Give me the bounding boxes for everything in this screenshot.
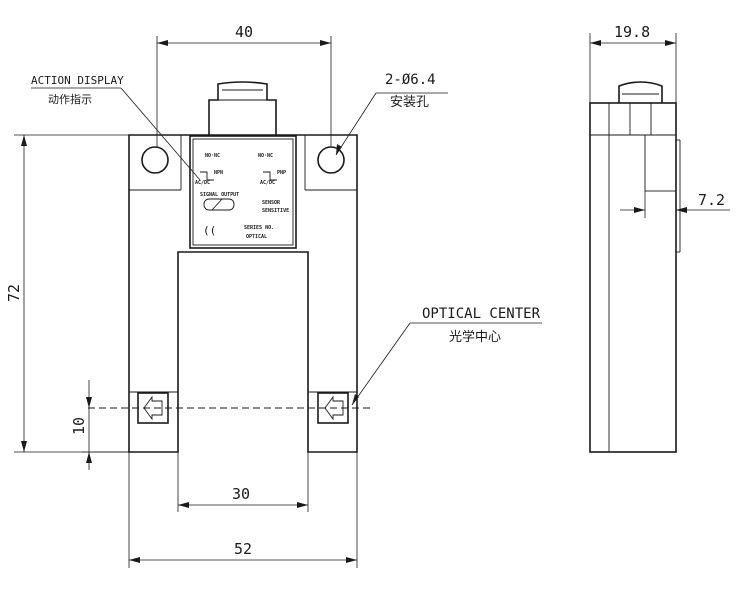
callout-optical-center: OPTICAL CENTER 光学中心 [351, 306, 542, 406]
svg-text:NO·NC: NO·NC [205, 153, 220, 159]
holes-label-cn: 安装孔 [390, 95, 429, 110]
action-display-label-en: ACTION DISPLAY [31, 74, 124, 87]
mounting-hole-right [317, 146, 345, 174]
dim-side-width-value: 19.8 [614, 23, 650, 41]
svg-text:SENSITIVE: SENSITIVE [262, 208, 289, 214]
optical-center-label-en: OPTICAL CENTER [422, 306, 541, 322]
dim-total-width: 52 [128, 452, 358, 568]
svg-text:SIGNAL OUTPUT: SIGNAL OUTPUT [200, 192, 239, 198]
dim-top-width: 40 [156, 23, 332, 147]
callout-action-display: ACTION DISPLAY 动作指示 [31, 74, 201, 181]
svg-text:((: (( [203, 224, 216, 237]
front-body-outline [128, 134, 358, 453]
svg-text:OPTICAL: OPTICAL [246, 234, 267, 240]
dim-height: 72 [5, 134, 129, 453]
svg-text:AC/DC: AC/DC [260, 180, 275, 186]
side-body-outline [589, 102, 677, 453]
svg-text:NPN: NPN [214, 170, 223, 176]
holes-label-en: 2-Ø6.4 [385, 72, 436, 88]
dim-slot-width-value: 30 [232, 485, 250, 503]
dim-optical-offset-value: 10 [70, 417, 88, 435]
dim-optical-offset: 10 [70, 380, 129, 470]
dim-side-offset-value: 7.2 [698, 191, 725, 209]
dim-top-width-value: 40 [235, 23, 253, 41]
emitter-left [137, 392, 169, 424]
svg-text:NO·NC: NO·NC [258, 153, 273, 159]
svg-text:AC/DC: AC/DC [195, 180, 210, 186]
dim-side-offset: 7.2 [620, 191, 730, 218]
dim-height-value: 72 [5, 284, 23, 302]
dim-slot-width: 30 [177, 452, 309, 512]
callout-mounting-holes: 2-Ø6.4 安装孔 [335, 72, 448, 156]
svg-text:SERIES NO.: SERIES NO. [244, 225, 274, 231]
action-display-label-cn: 动作指示 [48, 92, 92, 106]
dim-total-width-value: 52 [234, 540, 252, 558]
svg-text:PNP: PNP [277, 170, 286, 176]
mounting-hole-left [141, 146, 169, 174]
svg-text:SENSOR: SENSOR [262, 200, 281, 206]
dim-side-width: 19.8 [589, 23, 677, 103]
optical-center-label-cn: 光学中心 [449, 329, 501, 345]
front-view: NO·NC NO·NC NPN PNP AC/DC AC/DC SIGNAL O… [88, 81, 372, 453]
side-view [589, 81, 681, 453]
top-cap [208, 81, 277, 135]
label-plate: NO·NC NO·NC NPN PNP AC/DC AC/DC SIGNAL O… [189, 135, 297, 249]
